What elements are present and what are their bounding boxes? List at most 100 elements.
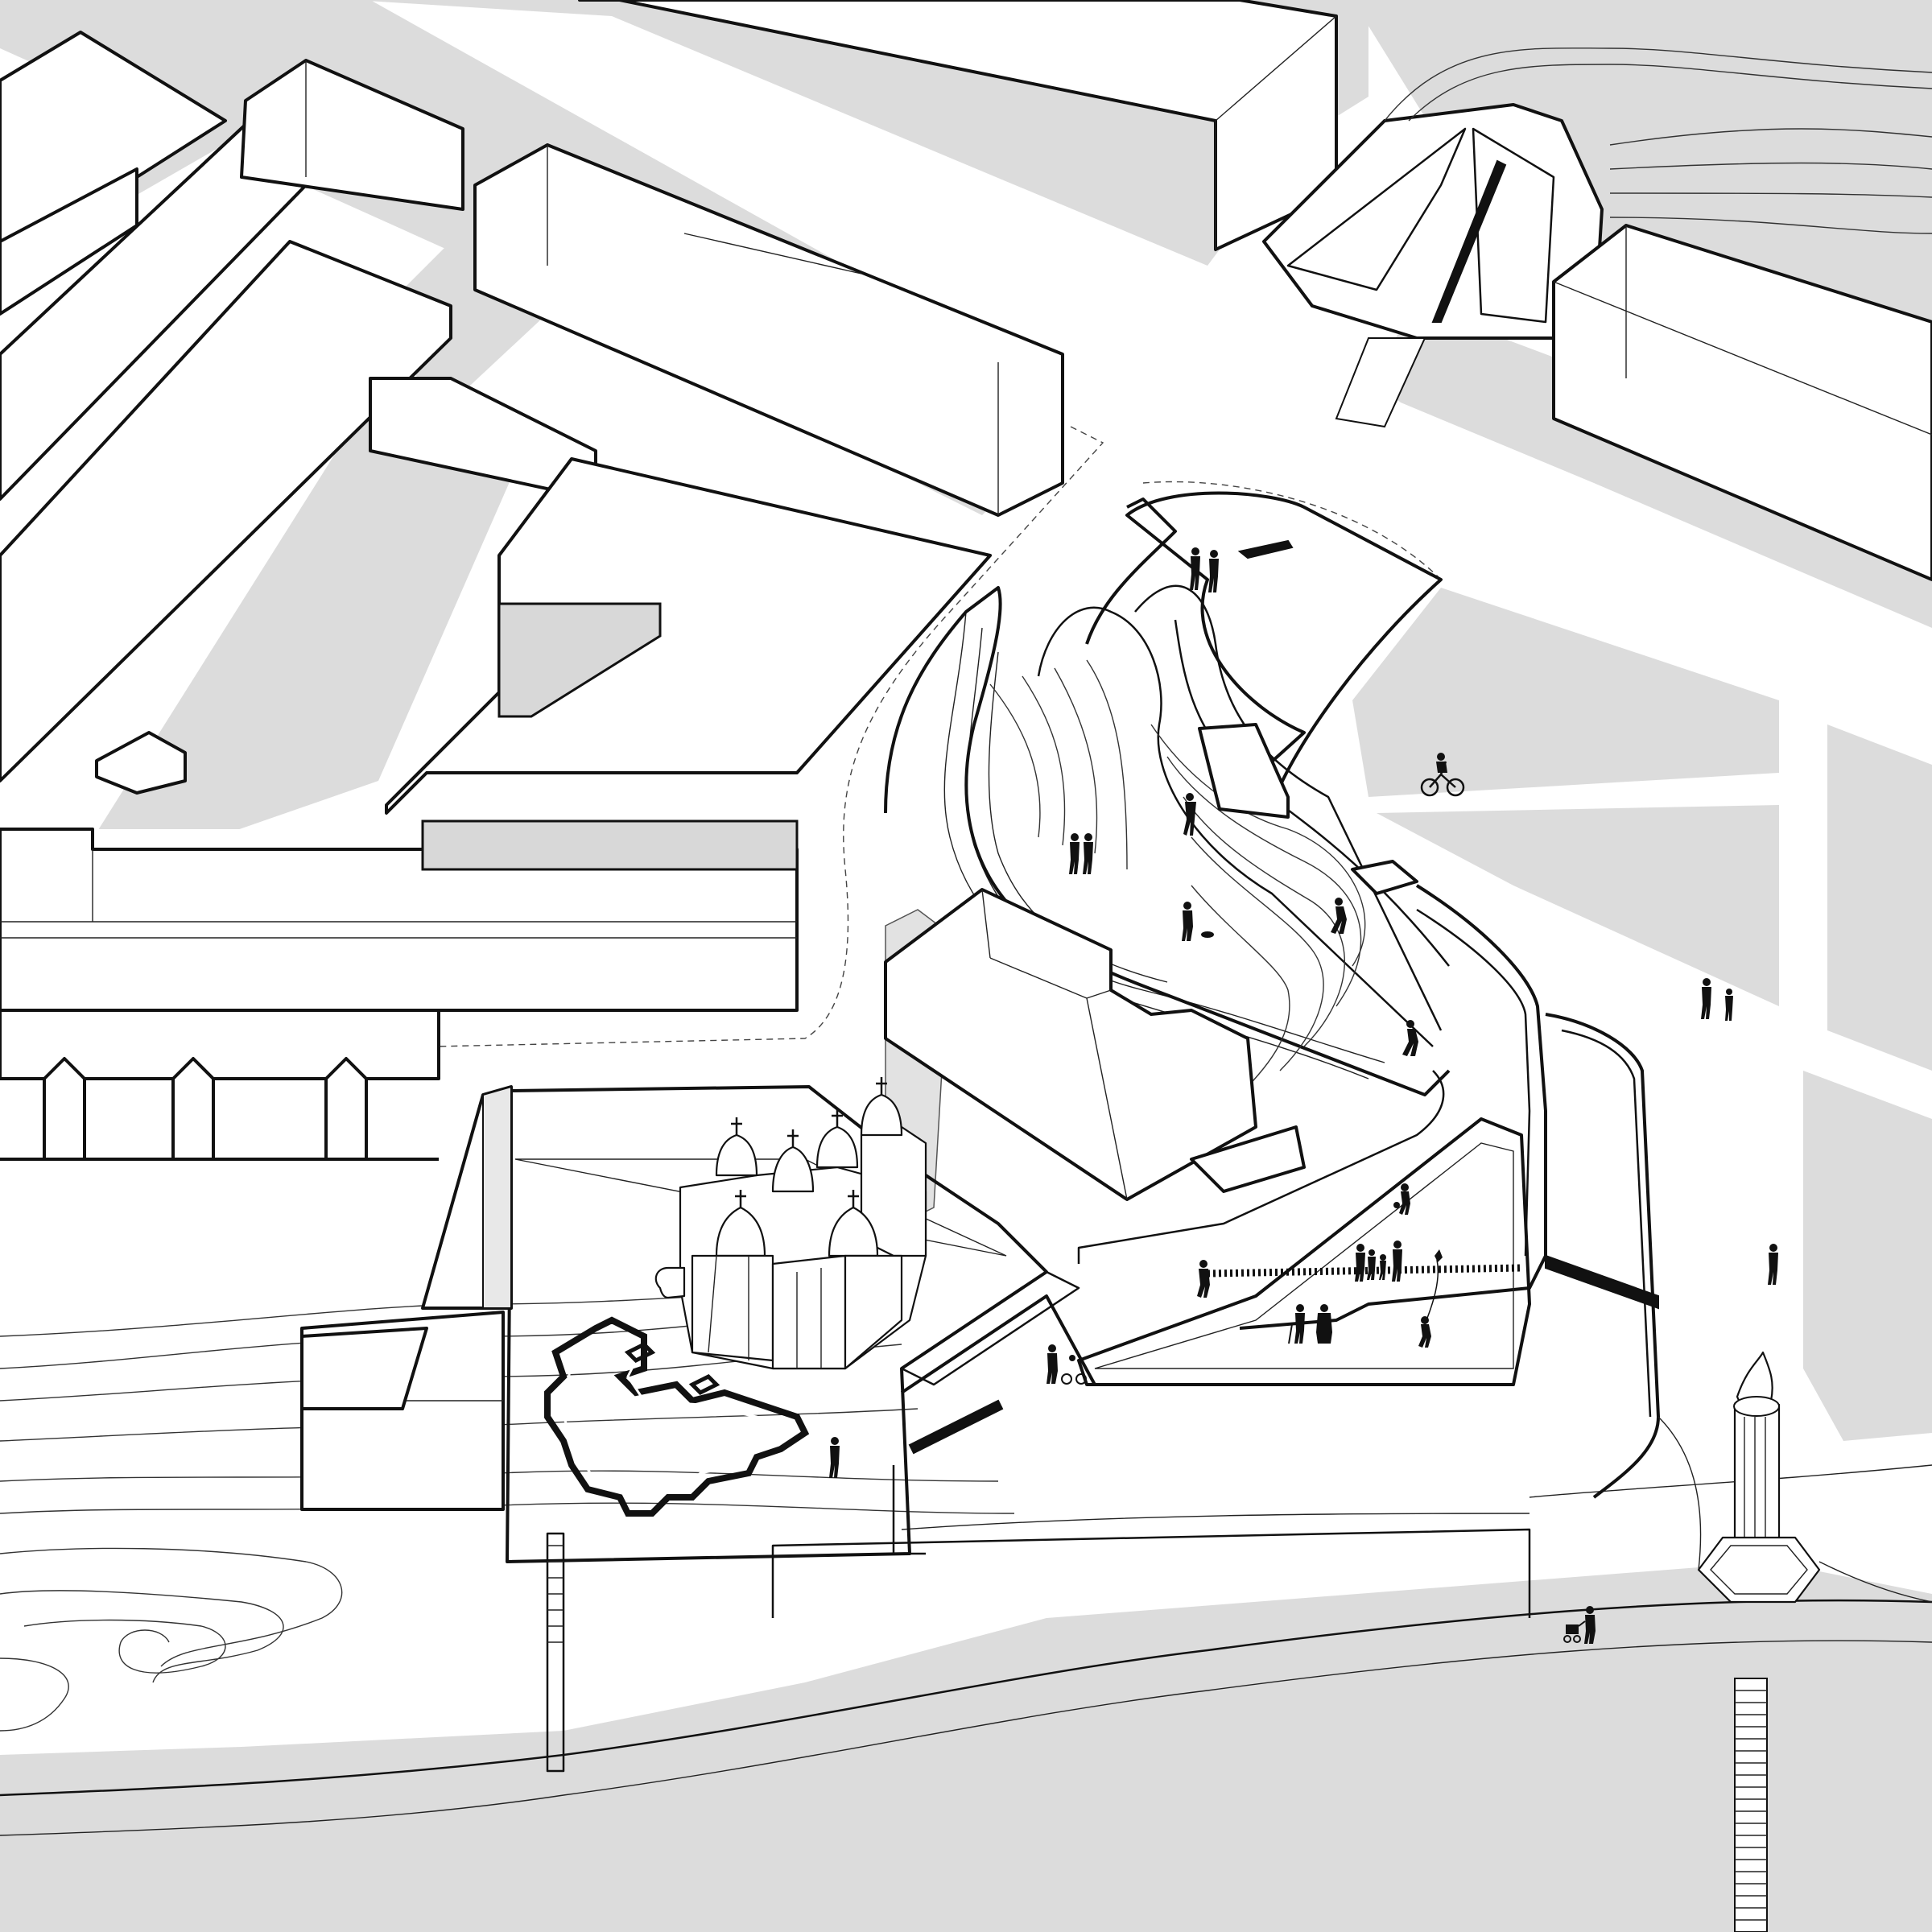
- slope-contour: [1150, 724, 1366, 967]
- church-foundation: [544, 1316, 810, 1517]
- pathway-curve: [1037, 606, 1434, 1047]
- gable-window: [171, 1057, 215, 1161]
- pathway-edge: [1077, 1070, 1445, 1264]
- path-kiosk: [1198, 723, 1290, 819]
- dome: [715, 1206, 766, 1257]
- parcel-east-3: [1827, 724, 1932, 1071]
- site-boundary-dashed: [1142, 481, 1442, 580]
- central-house-ridge: [981, 889, 991, 959]
- slope-contour: [1183, 796, 1345, 1047]
- monument-path: [1818, 1561, 1932, 1603]
- promenade-line: [901, 1513, 1530, 1530]
- dark-band: [1545, 1254, 1659, 1310]
- courtyard-inner: [497, 602, 662, 718]
- east-gabled-building: [1552, 224, 1932, 581]
- family-group: [1355, 1241, 1402, 1282]
- building-east-gabled: [1552, 224, 1932, 581]
- gable-window: [324, 1057, 368, 1161]
- cross-mark: [624, 1341, 656, 1364]
- hill-contour: [1609, 192, 1932, 198]
- dome: [815, 1125, 859, 1169]
- angular-building-northeast: [1262, 47, 1932, 428]
- roof-line: [683, 233, 862, 275]
- central-house-ridge: [1086, 989, 1112, 999]
- building-courtyard-main: [385, 457, 992, 815]
- people: [829, 547, 1778, 1644]
- person-walking: [1208, 550, 1219, 592]
- monument-path: [1657, 1416, 1702, 1571]
- slope-contour: [1022, 675, 1066, 846]
- road-main-diagonal: [1368, 306, 1932, 628]
- ramp-edge: [1085, 497, 1177, 645]
- dome: [860, 1093, 903, 1137]
- candle-base-inner: [1710, 1545, 1808, 1595]
- terraced-pathway: [434, 426, 1660, 1499]
- person-walking: [1725, 989, 1733, 1021]
- riverbank-line: [0, 1640, 1932, 1836]
- hill-contour: [1609, 128, 1932, 146]
- contour-line: [0, 1547, 343, 1667]
- person-walking: [1701, 978, 1711, 1019]
- lower-building-roof: [300, 1327, 428, 1410]
- buildings-northwest: [0, 0, 1338, 1012]
- church: [654, 1077, 927, 1370]
- building-slab-west: [0, 240, 452, 782]
- terrace-edge-east: [1545, 1013, 1660, 1499]
- child-playing: [1393, 1183, 1410, 1215]
- church-drum: [771, 1254, 847, 1370]
- slope-contour: [1166, 756, 1362, 1007]
- person-walking: [1190, 547, 1200, 590]
- slope-contour: [1191, 836, 1324, 1071]
- parcel-east-4: [1803, 1071, 1932, 1441]
- person-walking: [1197, 1260, 1210, 1298]
- person-with-dog: [1182, 902, 1214, 941]
- staircase-southeast-steps: [1735, 1690, 1767, 1921]
- contour-line: [23, 1619, 226, 1674]
- contour-line: [0, 1657, 69, 1732]
- cross-mark: [688, 1373, 720, 1396]
- cyclist: [1420, 753, 1465, 797]
- hill-contour: [1384, 47, 1932, 122]
- staircase-west: [546, 1532, 565, 1773]
- gable-window: [43, 1057, 86, 1161]
- terrace-step-line: [892, 1465, 926, 1555]
- staircase-southeast-frame: [1734, 1678, 1768, 1932]
- terrace-edge-east: [1239, 884, 1547, 1330]
- person-walking: [1768, 1244, 1778, 1285]
- staircase-west-steps: [547, 1545, 564, 1643]
- building-long-block-west: [0, 31, 227, 259]
- building-large-north: [578, 0, 1338, 251]
- building-gable-roof: [240, 59, 464, 211]
- small-pavilion: [95, 731, 187, 795]
- road-south-band: [0, 1562, 1932, 1932]
- person-walking: [1069, 833, 1080, 874]
- candle-top: [1733, 1396, 1780, 1417]
- dome: [771, 1146, 815, 1193]
- dotted-line: [1207, 1264, 1522, 1278]
- angular-building-outline: [1262, 103, 1604, 340]
- east-ridge-line: [1553, 281, 1932, 436]
- candle-base: [1697, 1536, 1821, 1604]
- slope-contour: [1086, 659, 1128, 870]
- church-drum: [844, 1254, 903, 1370]
- playground-terrace-inner: [1094, 1142, 1514, 1369]
- parcel-east-2: [1377, 805, 1779, 1006]
- ramp-dark-slot: [1237, 539, 1294, 559]
- slope-contour: [989, 683, 1041, 838]
- angular-building-facet: [1286, 127, 1467, 291]
- slope-contour: [1191, 885, 1290, 1096]
- person-with-child-cycling: [1046, 1344, 1087, 1385]
- church-drum: [691, 1254, 774, 1362]
- person-walking: [1083, 833, 1093, 874]
- crossing-path: [1335, 337, 1426, 428]
- bank-edge: [771, 1528, 1531, 1618]
- central-house-body: [884, 888, 1257, 1201]
- terrace-edge-east: [1561, 1029, 1652, 1418]
- person-standing: [829, 1437, 840, 1478]
- central-house-ridge: [1086, 997, 1128, 1200]
- church-crosses: [731, 1077, 887, 1208]
- person-running: [1331, 898, 1347, 934]
- angular-building-slot: [1431, 159, 1507, 323]
- church-plaza: [0, 1009, 1048, 1773]
